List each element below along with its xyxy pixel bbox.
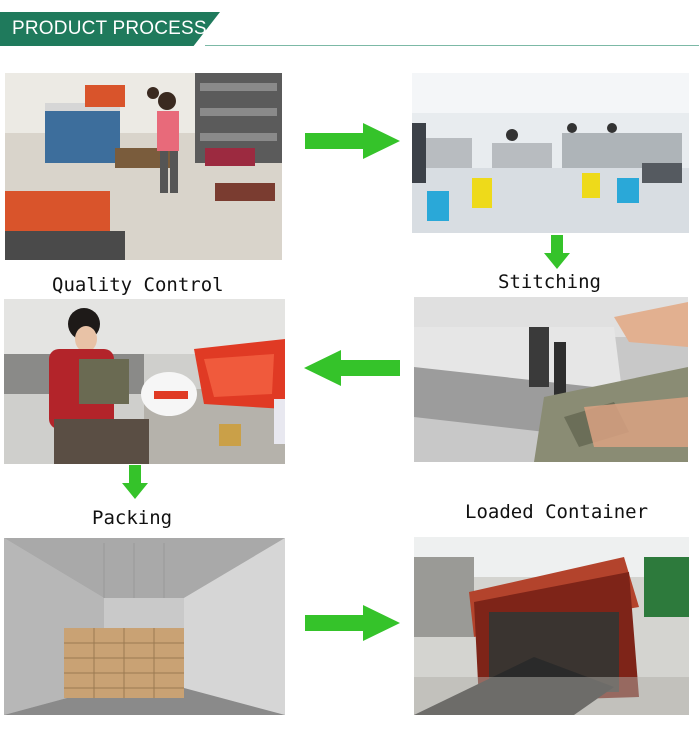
header-divider — [205, 45, 699, 46]
arrow-down-icon — [122, 465, 148, 499]
arrow-left-icon — [304, 350, 400, 386]
cutting-machine-photo — [5, 73, 282, 260]
arrow-down-icon — [544, 235, 570, 269]
step-label-stitching: Stitching — [498, 271, 601, 293]
step-label-quality-control: Quality Control — [52, 274, 224, 296]
packing-worker-photo — [4, 299, 285, 464]
boxes-in-container-photo — [4, 538, 285, 715]
arrow-right-icon — [305, 123, 400, 159]
loaded-truck-photo — [414, 537, 689, 715]
header-banner — [0, 12, 220, 46]
arrow-right-icon — [305, 605, 400, 641]
step-label-packing: Packing — [92, 507, 173, 529]
sewing-needle-closeup-photo — [414, 297, 688, 462]
page-title: PRODUCT PROCESS — [12, 18, 207, 39]
step-label-loaded-container: Loaded Container — [465, 501, 649, 523]
sewing-workshop-photo — [412, 73, 689, 233]
